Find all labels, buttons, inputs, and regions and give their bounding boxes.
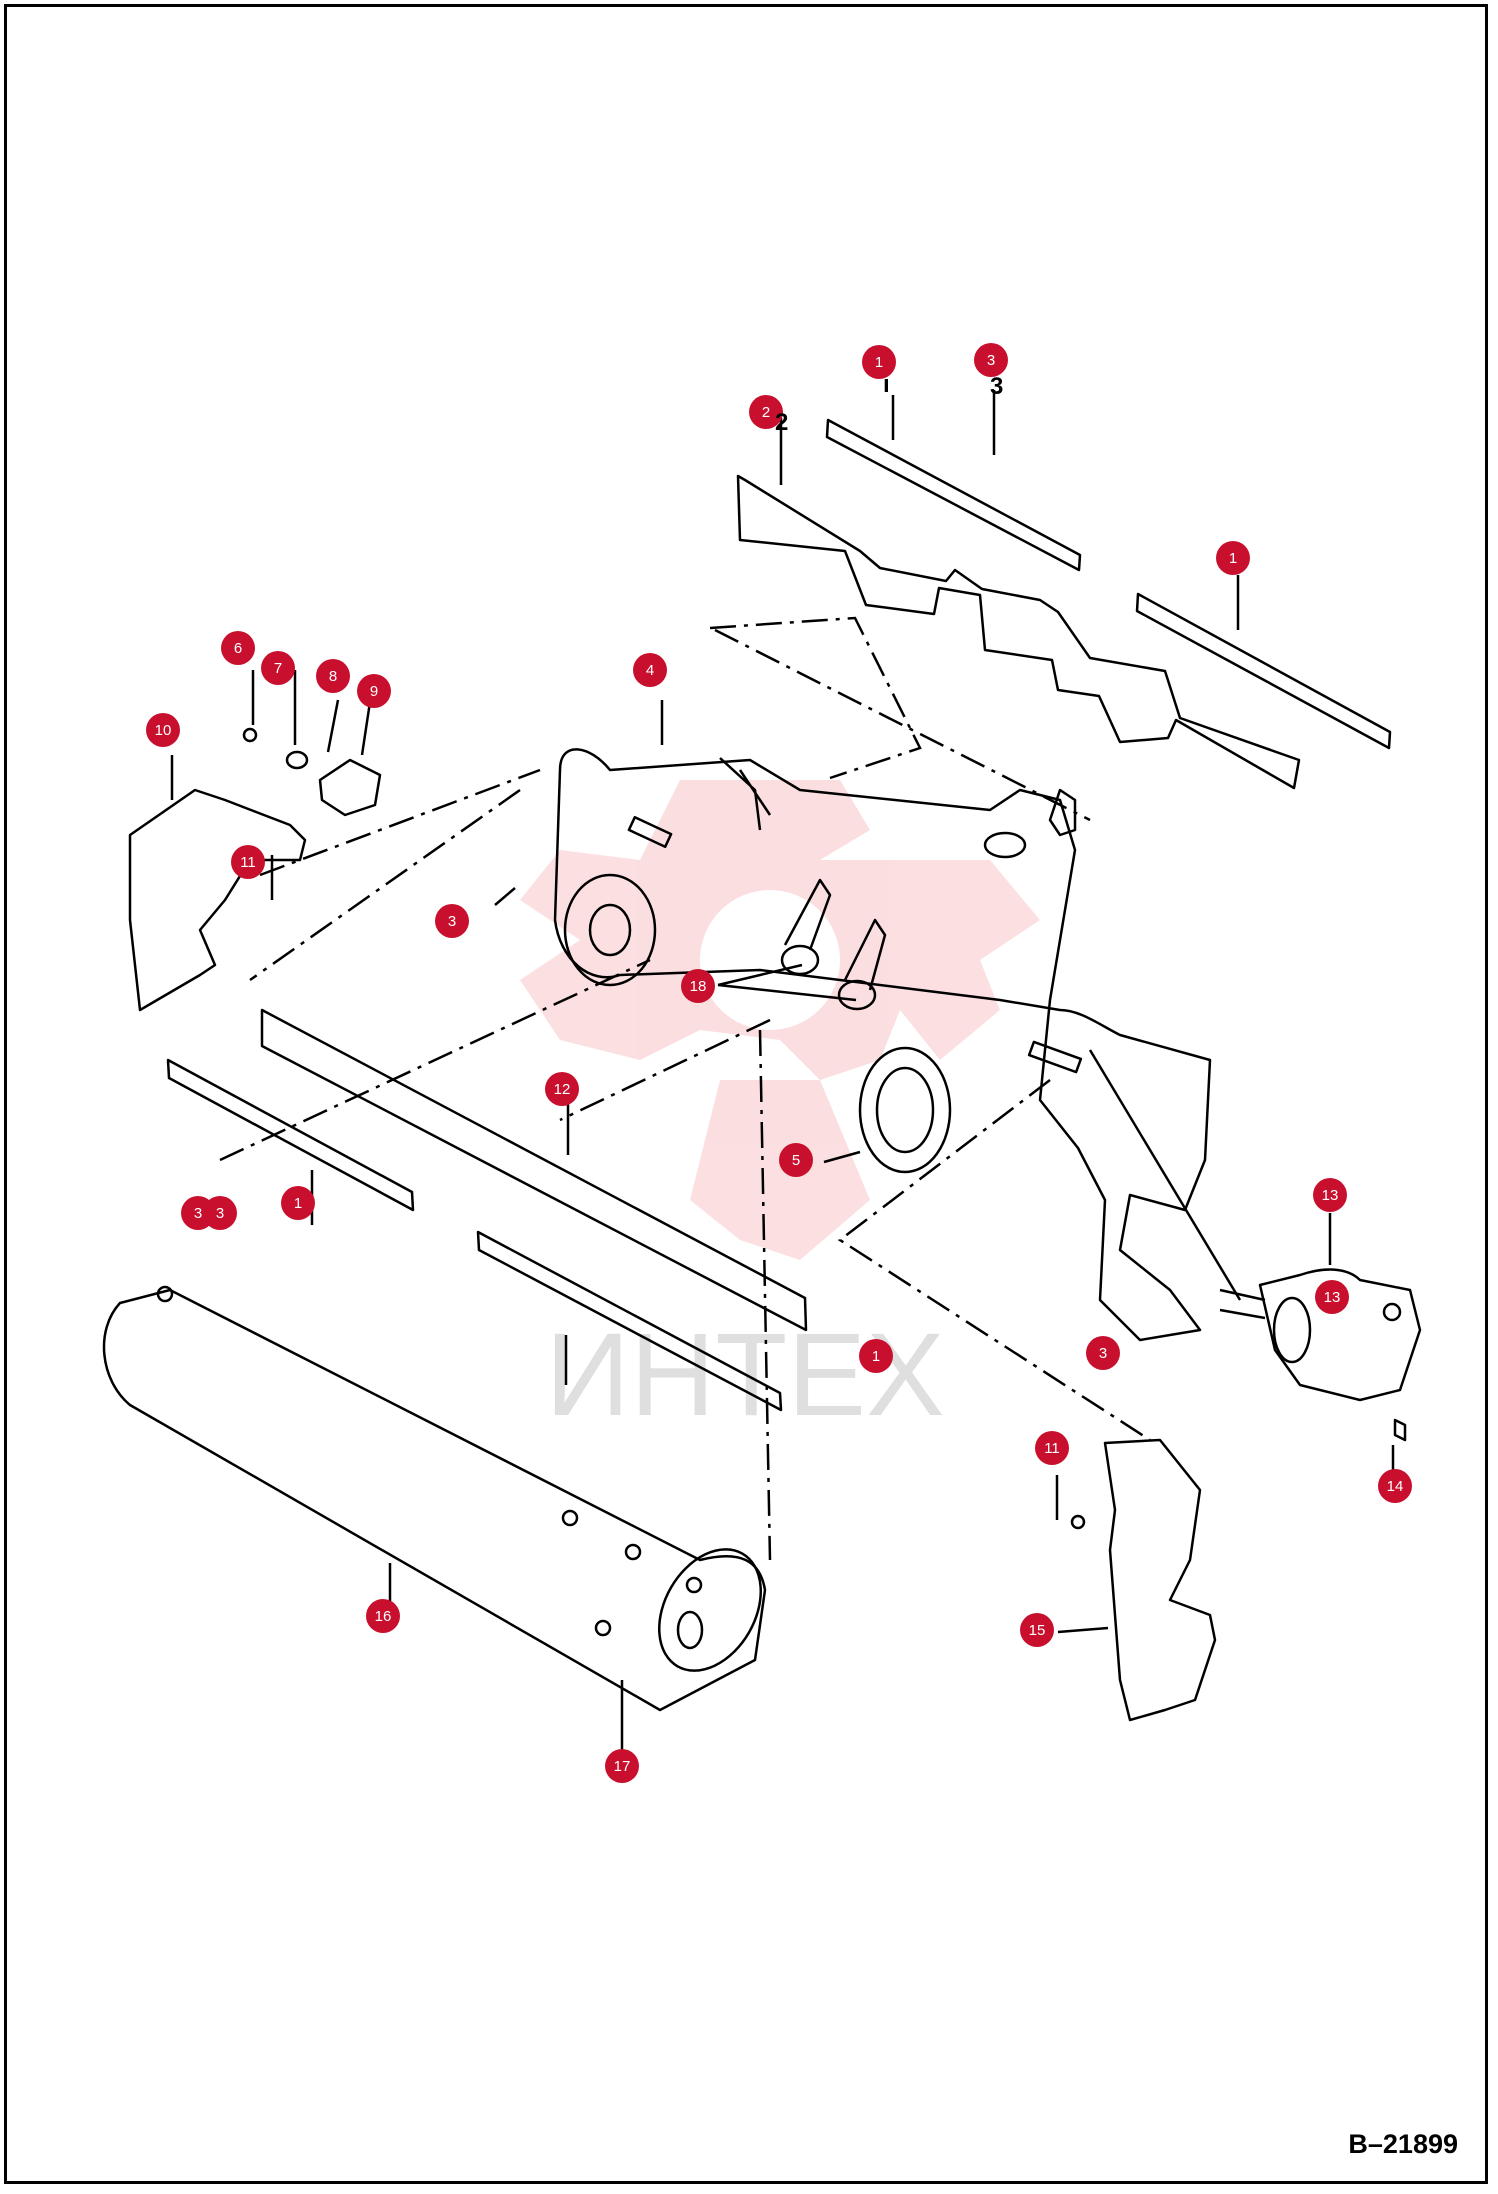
- callout-13: 13: [1313, 1178, 1347, 1212]
- callout-number: 5: [792, 1152, 800, 1169]
- callout-number: 3: [194, 1205, 202, 1222]
- callout-number: 11: [240, 854, 256, 871]
- callout-number: 1: [875, 354, 883, 371]
- callout-11: 11: [1035, 1431, 1069, 1465]
- callout-18: 18: [681, 969, 715, 1003]
- callout-number: 3: [987, 352, 995, 369]
- bushing-b: [837, 979, 877, 1011]
- callout-number: 12: [554, 1081, 571, 1098]
- svg-text:3: 3: [990, 373, 1003, 400]
- callout-10: 10: [146, 713, 180, 747]
- callout-7: 7: [261, 651, 295, 685]
- main-frame: [553, 748, 1212, 1342]
- callout-3: 3: [435, 904, 469, 938]
- callout-8: 8: [316, 659, 350, 693]
- callout-3: 3: [203, 1196, 237, 1230]
- callout-number: 7: [274, 660, 282, 677]
- callout-number: 8: [329, 668, 337, 685]
- drawing-frame: [4, 4, 1488, 2184]
- callout-number: 2: [762, 404, 770, 421]
- wear-strip-top-right: [1135, 592, 1392, 750]
- callout-number: 13: [1324, 1289, 1341, 1306]
- wear-strip-top-left: [825, 418, 1082, 572]
- callout-number: 18: [690, 978, 707, 995]
- callout-number: 4: [646, 662, 654, 679]
- callout-number: 1: [872, 1348, 880, 1365]
- callout-number: 11: [1044, 1440, 1060, 1457]
- hydraulic-motor: [1258, 1268, 1422, 1402]
- callout-5: 5: [779, 1143, 813, 1177]
- svg-text:ı: ı: [883, 371, 890, 398]
- part-number-labels: ı 3 2: [775, 371, 1003, 436]
- callout-4: 4: [633, 653, 667, 687]
- rear-plate: [736, 474, 1301, 790]
- callout-number: 9: [370, 683, 378, 700]
- side-guard-right: [1103, 1438, 1217, 1722]
- callout-number: 3: [448, 913, 456, 930]
- rotor-tube: [102, 1288, 767, 1712]
- side-shield-left: [128, 788, 307, 1012]
- callout-number: 10: [155, 722, 172, 739]
- callout-number: 14: [1387, 1478, 1404, 1495]
- callout-3: 3: [1086, 1336, 1120, 1370]
- callout-3: 3: [974, 343, 1008, 377]
- front-plate: [260, 1008, 808, 1332]
- callout-11: 11: [231, 845, 265, 879]
- callout-1: 1: [281, 1186, 315, 1220]
- callout-number: 16: [375, 1608, 392, 1625]
- callout-14: 14: [1378, 1469, 1412, 1503]
- callout-1: 1: [862, 345, 896, 379]
- callout-13: 13: [1315, 1280, 1349, 1314]
- callout-2: 2: [749, 395, 783, 429]
- callout-number: 6: [234, 640, 242, 657]
- callout-number: 15: [1029, 1622, 1046, 1639]
- drawing-id-label: B–21899: [1348, 2129, 1458, 2159]
- callout-number: 1: [1229, 550, 1237, 567]
- callout-number: 3: [216, 1205, 224, 1222]
- callout-17: 17: [605, 1749, 639, 1783]
- bushing-a: [780, 944, 820, 976]
- wear-strip-mid-left: [166, 1058, 415, 1212]
- callout-15: 15: [1020, 1613, 1054, 1647]
- bearing-ring: [858, 1046, 952, 1174]
- drive-sprocket: [563, 873, 657, 987]
- callout-1: 1: [1216, 541, 1250, 575]
- callout-12: 12: [545, 1072, 579, 1106]
- callout-number: 1: [294, 1195, 302, 1212]
- wear-strip-mid-right: [476, 1230, 783, 1412]
- callout-number: 13: [1322, 1187, 1339, 1204]
- watermark-logo: [520, 780, 1040, 1260]
- callout-number: 3: [1099, 1345, 1107, 1362]
- callout-1: 1: [859, 1339, 893, 1373]
- callout-6: 6: [221, 631, 255, 665]
- callout-16: 16: [366, 1599, 400, 1633]
- callout-9: 9: [357, 674, 391, 708]
- callout-number: 17: [614, 1758, 631, 1775]
- bearing-flange: [318, 758, 382, 817]
- svg-text:2: 2: [775, 409, 788, 436]
